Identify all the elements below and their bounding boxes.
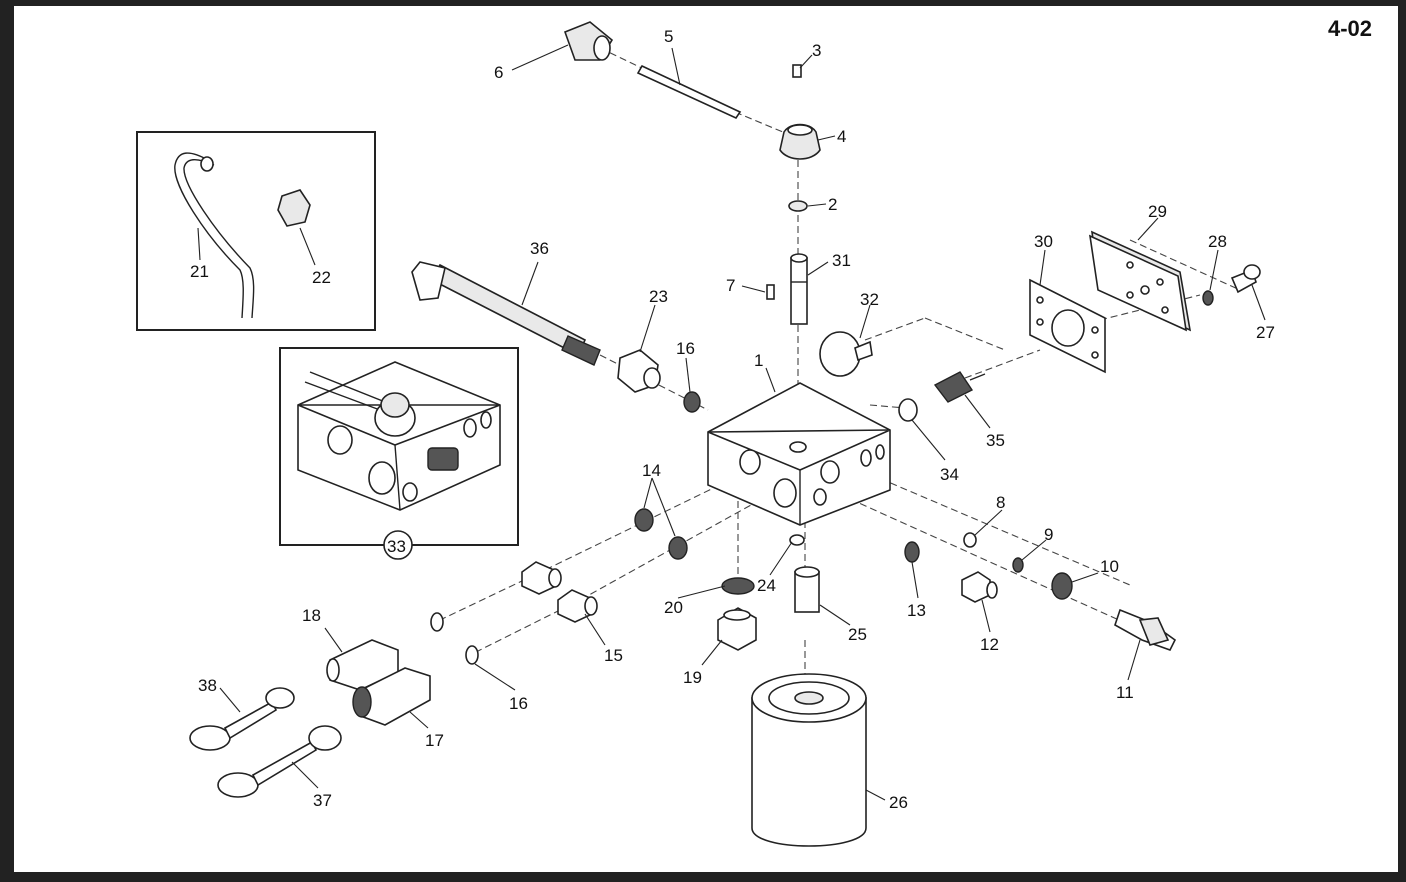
part-18-coupler [326, 639, 399, 691]
callout-20: 20 [664, 598, 683, 617]
part-27-bolt [1230, 264, 1261, 294]
callout-11: 11 [1116, 683, 1134, 702]
part-15-fitting [557, 589, 598, 623]
callout-29: 29 [1148, 202, 1167, 221]
part-30-gasket [1029, 278, 1106, 374]
callout-38: 38 [198, 676, 217, 695]
callout-8: 8 [996, 493, 1005, 512]
callout-14: 14 [642, 461, 661, 480]
callout-25: 25 [848, 625, 867, 644]
part-14-washer-a [634, 508, 654, 532]
part-8-oring [963, 532, 977, 548]
callout-3: 3 [812, 41, 821, 60]
part-16-washer-lower [465, 645, 479, 665]
part-36-hose [411, 261, 601, 366]
callout-32: 32 [860, 290, 879, 309]
callout-labels: 6 5 3 4 2 31 7 21 22 36 23 16 1 32 34 35… [190, 27, 1275, 812]
callout-31: 31 [832, 251, 851, 270]
part-31-shaft [790, 253, 808, 325]
callout-2: 2 [828, 195, 837, 214]
callout-36: 36 [530, 239, 549, 258]
part-fitting-upper [521, 561, 562, 595]
part-35-valve [933, 371, 986, 403]
callout-16-upper: 16 [676, 339, 695, 358]
inset-assembly-box [279, 347, 519, 560]
part-34-washer [898, 398, 918, 422]
callout-4: 4 [837, 127, 846, 146]
part-3-pin [792, 64, 802, 78]
part-16-washer-upper [683, 391, 701, 413]
part-9-oring [1012, 557, 1024, 573]
part-17-coupler [352, 667, 431, 726]
callout-9: 9 [1044, 525, 1053, 544]
callout-21: 21 [190, 262, 209, 281]
callout-1: 1 [754, 351, 763, 370]
part-11-sender [1114, 608, 1177, 651]
part-24-oring [789, 534, 805, 546]
callout-37: 37 [313, 791, 332, 810]
part-7-pin [766, 284, 775, 300]
callout-7: 7 [726, 276, 735, 295]
callout-5: 5 [664, 27, 673, 46]
part-25-adapter [794, 566, 820, 613]
part-5-rod [636, 64, 742, 120]
part-23-fitting [617, 349, 661, 393]
callout-35: 35 [986, 431, 1005, 450]
callout-34: 34 [940, 465, 959, 484]
callout-23: 23 [649, 287, 668, 306]
callout-12: 12 [980, 635, 999, 654]
inset-tube-box [136, 131, 376, 331]
callout-6: 6 [494, 63, 503, 82]
part-19-nut [717, 607, 757, 651]
callout-33: 33 [387, 537, 406, 556]
part-37-wrench [217, 725, 342, 798]
callout-30: 30 [1034, 232, 1053, 251]
part-4-cap [779, 123, 821, 160]
part-20-seal [721, 577, 755, 595]
part-13-washer [904, 541, 920, 563]
callout-18: 18 [302, 606, 321, 625]
part-32-gauge [819, 331, 873, 377]
part-38-wrench [189, 687, 295, 751]
callout-26: 26 [889, 793, 908, 812]
callout-13: 13 [907, 601, 926, 620]
part-6-knob [563, 21, 614, 61]
part-1-manifold [707, 382, 891, 526]
callout-15: 15 [604, 646, 623, 665]
callout-28: 28 [1208, 232, 1227, 251]
page-number: 4-02 [1328, 16, 1372, 41]
part-washer-18 [430, 612, 444, 632]
part-26-filter [751, 673, 867, 847]
part-14-washer-b [668, 536, 688, 560]
callout-17: 17 [425, 731, 444, 750]
leader-lines [197, 44, 1266, 801]
callout-16-lower: 16 [509, 694, 528, 713]
callout-10: 10 [1100, 557, 1119, 576]
callout-27: 27 [1256, 323, 1275, 342]
callout-22: 22 [312, 268, 331, 287]
part-10-washer [1051, 572, 1073, 600]
callout-19: 19 [683, 668, 702, 687]
callout-24: 24 [757, 576, 776, 595]
part-12-fitting [961, 571, 998, 603]
part-29-plate [1088, 230, 1192, 332]
part-2-washer [788, 200, 808, 212]
part-28-washer [1202, 290, 1214, 306]
